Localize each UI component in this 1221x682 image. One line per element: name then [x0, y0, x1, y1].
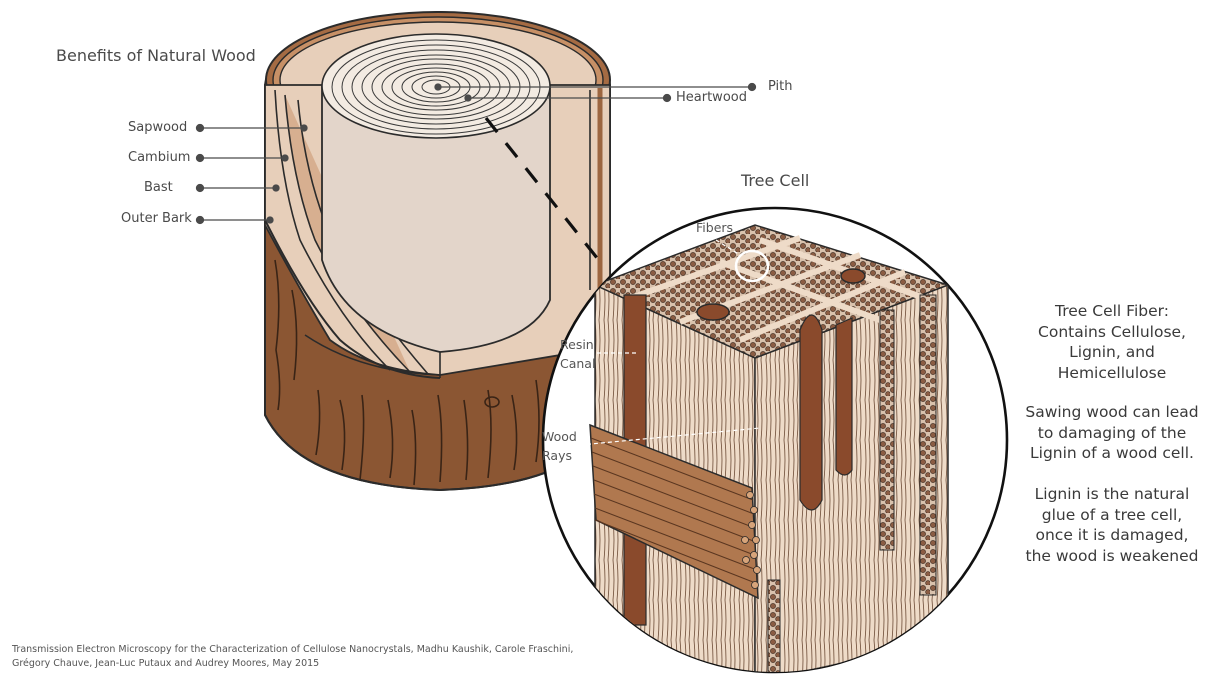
label-wood-rays: Wood Rays — [542, 427, 577, 465]
label-sapwood: Sapwood — [128, 120, 188, 135]
log-illustration — [264, 10, 611, 492]
sawing-text: Sawing wood can lead to damaging of the … — [1012, 402, 1212, 464]
lignin-line-3: once it is damaged, — [1035, 526, 1189, 544]
wood-rays-line-2: Rays — [542, 448, 572, 463]
sawing-line-3: Lignin of a wood cell. — [1030, 444, 1194, 462]
lignin-line-1: Lignin is the natural — [1034, 485, 1190, 503]
fiber-line-3: Lignin, and — [1069, 343, 1155, 361]
lignin-text: Lignin is the natural glue of a tree cel… — [1012, 484, 1212, 566]
fiber-line-1: Tree Cell Fiber: — [1055, 302, 1169, 320]
page-title: Benefits of Natural Wood — [56, 46, 256, 65]
fiber-line-2: Contains Cellulose, — [1038, 322, 1186, 341]
label-pith: Pith — [768, 79, 793, 94]
lignin-line-4: the wood is weakened — [1025, 546, 1199, 565]
label-outer-bark: Outer Bark — [121, 211, 192, 226]
label-resin-canal: Resin Canal — [560, 335, 595, 373]
label-fibers: Fibers — [696, 220, 734, 235]
resin-canal-line-1: Resin — [560, 337, 594, 352]
bark-texture — [274, 259, 566, 486]
label-cambium: Cambium — [128, 150, 191, 165]
fiber-heading-text: Tree Cell Fiber: Contains Cellulose, Lig… — [1012, 301, 1212, 383]
tree-cell-title: Tree Cell — [741, 171, 810, 190]
tree-cell-illustration — [541, 206, 1009, 674]
wood-rays-line-1: Wood — [542, 429, 577, 444]
sawing-line-2: to damaging of the — [1037, 423, 1187, 442]
citation-line-2: Grégory Chauve, Jean-Luc Putaux and Audr… — [12, 658, 320, 669]
cell-leader-lines — [579, 239, 761, 446]
citation-line-1: Transmission Electron Microscopy for the… — [12, 644, 574, 655]
log-leader-lines — [195, 82, 757, 225]
fiber-line-4: Hemicellulose — [1057, 363, 1167, 382]
label-heartwood: Heartwood — [676, 90, 747, 105]
sawing-line-1: Sawing wood can lead — [1025, 403, 1199, 421]
resin-canal-line-2: Canal — [560, 356, 596, 371]
label-bast: Bast — [144, 180, 173, 195]
citation: Transmission Electron Microscopy for the… — [12, 643, 612, 671]
lignin-line-2: glue of a tree cell, — [1041, 505, 1183, 524]
